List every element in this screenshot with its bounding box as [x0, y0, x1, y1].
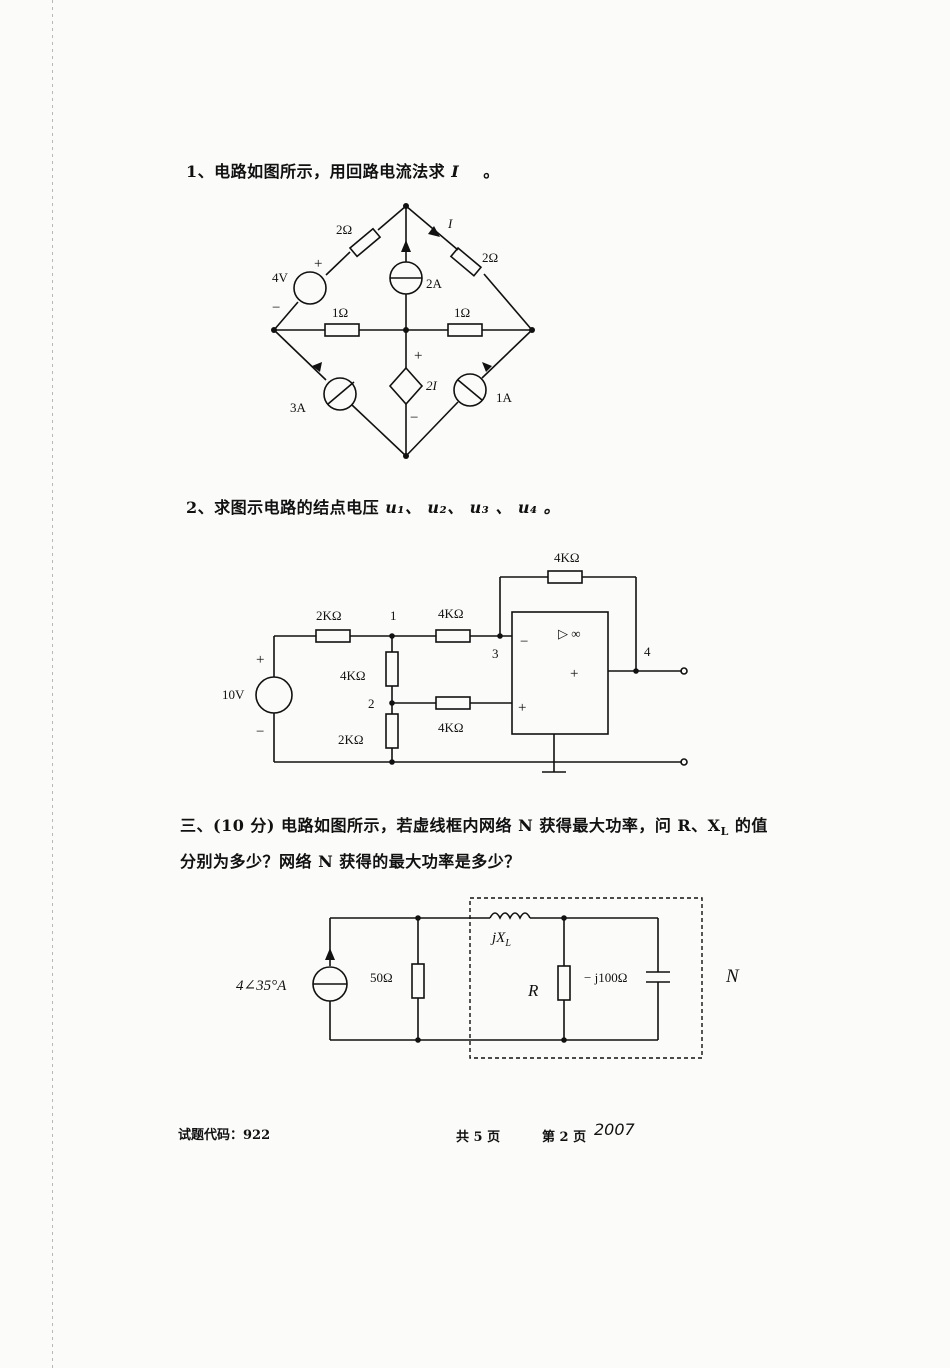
question-3-line-2: 分别为多少？网络 N 获得的最大功率是多少？: [180, 848, 521, 872]
c1-dep-plus: +: [414, 348, 422, 364]
footer-page: 第 2 页: [542, 1130, 587, 1145]
c2-v-plus: +: [256, 652, 264, 668]
question-2-vars: u₁、 u₂、 u₃ 、 u₄ 。: [385, 498, 561, 517]
question-1-text: 1、电路如图所示，用回路电流法求: [186, 162, 446, 181]
footer-total: 共 5 页: [456, 1130, 501, 1145]
c2-r-13: 4KΩ: [438, 606, 464, 621]
question-2: 2、求图示电路的结点电压 u₁、 u₂、 u₃ 、 u₄ 。: [186, 494, 560, 518]
c1-v-minus: −: [272, 300, 280, 316]
question-3-line-1-end: 的值: [728, 816, 768, 835]
question-3-line-1: 三、(10 分) 电路如图所示，若虚线框内网络 N 获得最大功率，问 R、XL …: [180, 812, 768, 838]
circuit-3-diagram: 4∠35°A 50Ω jXL R − j100Ω N: [236, 897, 740, 1059]
c3-inductor: jXL: [490, 930, 511, 949]
c3-source: 4∠35°A: [236, 978, 287, 994]
c1-i-src-left: 3A: [290, 400, 307, 415]
question-3-line-2-text: 分别为多少？网络 N 获得的最大功率是多少？: [180, 852, 521, 871]
c1-v-src: 4V: [272, 270, 289, 285]
c2-opamp-symbol: ▷ ∞: [558, 626, 581, 641]
c1-dep-src: 2I: [426, 378, 438, 393]
c1-current: I: [447, 216, 453, 231]
c2-node-3: 3: [492, 646, 499, 661]
question-2-text: 2、求图示电路的结点电压: [186, 498, 380, 517]
c2-v-src: 10V: [222, 687, 245, 702]
c2-r-feedback: 4KΩ: [554, 550, 580, 565]
circuit-2-diagram: 4KΩ 2KΩ 4KΩ 4KΩ 4KΩ 2KΩ 1 2 3 4 10V + − …: [222, 550, 688, 773]
c1-r-top-right: 2Ω: [482, 250, 498, 265]
question-3-sub: L: [720, 825, 729, 839]
question-1-end: 。: [483, 162, 500, 181]
c2-node-1: 1: [390, 608, 397, 623]
question-1-var: I: [451, 162, 460, 181]
c3-cap: − j100Ω: [584, 970, 627, 985]
c2-v-minus: −: [256, 724, 264, 740]
c1-r-mid-right: 1Ω: [454, 305, 470, 320]
c1-dep-minus: −: [410, 410, 418, 426]
c1-v-plus: +: [314, 256, 322, 272]
c2-r-12: 4KΩ: [340, 668, 366, 683]
c2-node-4: 4: [644, 644, 651, 659]
c2-r-2-plus: 4KΩ: [438, 720, 464, 735]
c2-opamp-plus-out: +: [570, 666, 578, 682]
fold-line: [52, 0, 53, 1368]
c1-i-src-top: 2A: [426, 276, 443, 291]
c3-r50: 50Ω: [370, 970, 393, 985]
c3-r: R: [527, 981, 539, 1000]
c2-r-2-gnd: 2KΩ: [338, 732, 364, 747]
question-1: 1、电路如图所示，用回路电流法求 I 。: [186, 158, 500, 182]
c1-i-src-right: 1A: [496, 390, 513, 405]
c2-opamp-minus: −: [520, 634, 528, 650]
c1-r-mid-left: 1Ω: [332, 305, 348, 320]
c2-opamp-plus-in: +: [518, 700, 526, 716]
c2-node-2: 2: [368, 696, 375, 711]
c2-r-in: 2KΩ: [316, 608, 342, 623]
c1-r-top-left: 2Ω: [336, 222, 352, 237]
c3-network: N: [725, 966, 740, 987]
question-3-line-1-text: 三、(10 分) 电路如图所示，若虚线框内网络 N 获得最大功率，问 R、X: [180, 816, 721, 835]
circuit-1-diagram: 2Ω 2Ω 1Ω 1Ω 4V + − 2A 3A 1A 2I + − I: [271, 203, 535, 459]
footer-code: 试题代码：922: [178, 1128, 271, 1143]
footer-year-handwritten: 2007: [594, 1120, 635, 1139]
